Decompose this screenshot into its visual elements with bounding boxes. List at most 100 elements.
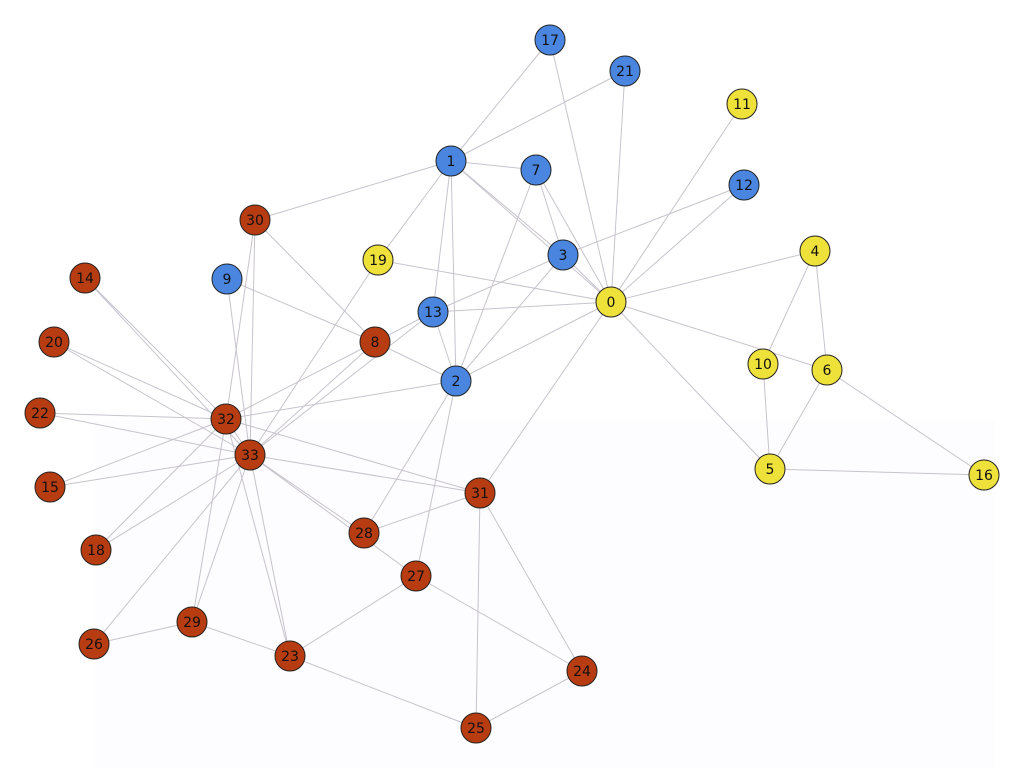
node-label: 12 [735, 178, 753, 194]
edge-25-31 [475, 492, 481, 729]
edge-22-33 [39, 412, 251, 456]
node-label: 20 [45, 335, 63, 351]
node-circle [69, 262, 101, 294]
edge-9-8 [226, 278, 376, 343]
edge-1-17 [450, 39, 551, 162]
edge-8-33 [249, 341, 376, 456]
edge-9-33 [226, 278, 251, 456]
node-1: 1 [435, 145, 467, 177]
node-label: 4 [811, 244, 820, 260]
edges-layer [39, 39, 985, 729]
edge-26-33 [93, 454, 251, 645]
node-19: 19 [362, 244, 394, 276]
edge-30-33 [249, 219, 256, 456]
edge-2-27 [415, 380, 457, 577]
node-label: 17 [541, 33, 559, 49]
node-circle [210, 403, 242, 435]
edge-0-4 [610, 250, 816, 303]
node-label: 25 [467, 721, 485, 737]
edge-0-7 [535, 169, 612, 303]
edge-23-25 [289, 655, 477, 729]
edge-2-7 [455, 169, 537, 382]
edge-8-30 [254, 219, 376, 343]
node-23: 23 [274, 640, 306, 672]
node-circle [534, 24, 566, 56]
node-label: 3 [559, 248, 568, 264]
node-label: 24 [573, 664, 591, 680]
edge-20-33 [53, 341, 251, 456]
edge-29-33 [191, 454, 251, 623]
node-circle [211, 263, 243, 295]
edge-18-32 [95, 418, 227, 551]
edge-8-32 [225, 341, 376, 420]
edge-15-33 [49, 454, 251, 488]
node-7: 7 [520, 154, 552, 186]
node-circle [811, 354, 843, 386]
edge-20-32 [53, 341, 227, 420]
edge-2-32 [225, 380, 457, 420]
node-circle [609, 55, 641, 87]
edge-3-13 [432, 254, 564, 313]
edge-26-29 [93, 621, 193, 645]
edge-5-6 [769, 369, 828, 470]
edge-19-33 [249, 259, 379, 456]
node-circle [547, 239, 579, 271]
edge-4-10 [762, 250, 816, 365]
node-label: 14 [76, 271, 94, 287]
edge-24-31 [479, 492, 583, 672]
node-label: 7 [532, 163, 541, 179]
node-circle [176, 606, 208, 638]
node-label: 6 [823, 363, 832, 379]
node-28: 28 [348, 517, 380, 549]
edge-30-32 [225, 219, 256, 420]
edge-23-33 [249, 454, 291, 657]
node-circle [435, 145, 467, 177]
edge-14-32 [84, 277, 227, 420]
background-panel [95, 420, 995, 768]
node-circle [566, 655, 598, 687]
node-label: 19 [369, 253, 387, 269]
node-27: 27 [400, 560, 432, 592]
node-circle [728, 169, 760, 201]
node-20: 20 [38, 326, 70, 358]
edge-1-21 [450, 70, 626, 162]
node-circle [348, 517, 380, 549]
node-label: 21 [616, 64, 634, 80]
edge-1-3 [450, 160, 564, 256]
node-circle [968, 459, 1000, 491]
node-label: 1 [447, 154, 456, 170]
edge-1-13 [432, 160, 452, 313]
edge-1-19 [377, 160, 452, 261]
node-14: 14 [69, 262, 101, 294]
node-label: 18 [87, 543, 105, 559]
node-label: 9 [223, 272, 232, 288]
edge-0-17 [549, 39, 612, 303]
edge-1-2 [450, 160, 457, 382]
edge-0-5 [610, 301, 771, 470]
node-6: 6 [811, 354, 843, 386]
node-21: 21 [609, 55, 641, 87]
node-circle [799, 235, 831, 267]
node-circle [460, 712, 492, 744]
node-circle [80, 534, 112, 566]
node-17: 17 [534, 24, 566, 56]
node-label: 33 [241, 448, 259, 464]
node-2: 2 [440, 365, 472, 397]
node-label: 29 [183, 615, 201, 631]
node-label: 28 [355, 526, 373, 542]
node-label: 0 [607, 295, 616, 311]
edge-0-1 [450, 160, 612, 303]
node-circle [400, 560, 432, 592]
node-circle [362, 244, 394, 276]
node-circle [34, 471, 66, 503]
node-25: 25 [460, 712, 492, 744]
node-16: 16 [968, 459, 1000, 491]
edge-0-21 [610, 70, 626, 303]
node-label: 32 [217, 412, 235, 428]
edge-0-11 [610, 103, 743, 303]
edge-23-29 [191, 621, 291, 657]
edge-29-32 [191, 418, 227, 623]
node-15: 15 [34, 471, 66, 503]
edge-2-3 [455, 254, 564, 382]
node-circle [78, 628, 110, 660]
